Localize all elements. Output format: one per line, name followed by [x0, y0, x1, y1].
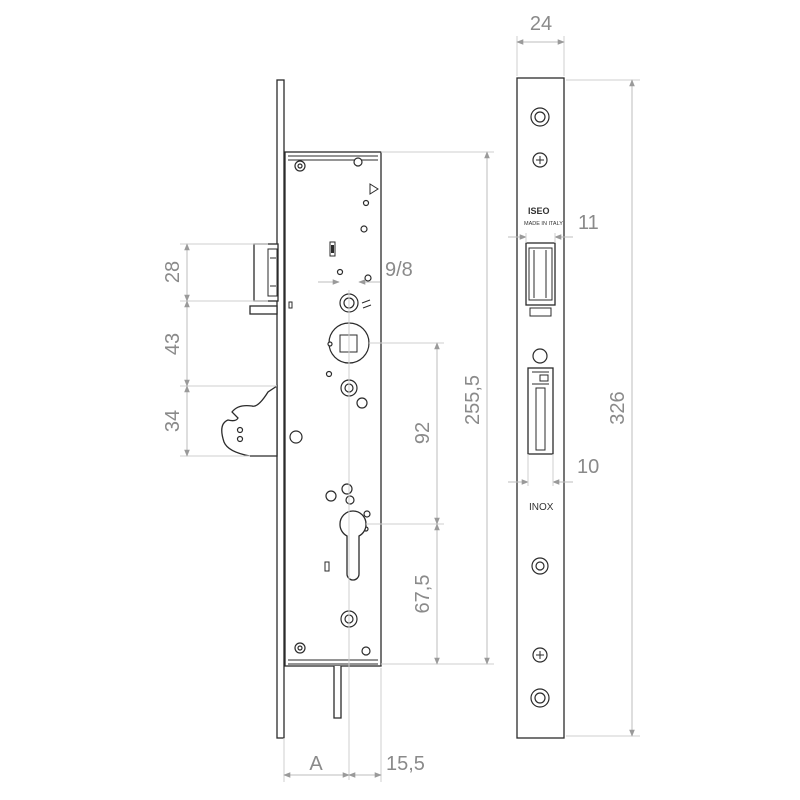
dimension-labels: 24 326 11 10 255,5 92 67,5 9/8 28 43 34 …: [162, 13, 629, 775]
dim-9-8: 9/8: [385, 259, 413, 281]
faceplate-front-view: ISEO MADE IN ITALY INOX: [516, 77, 565, 739]
dim-43: 43: [162, 333, 184, 355]
brand-logo-text: ISEO: [528, 206, 550, 216]
dim-24: 24: [530, 13, 552, 35]
dimension-lines: [180, 36, 640, 782]
dim-34: 34: [162, 410, 184, 432]
dim-10: 10: [577, 456, 599, 478]
dim-15-5: 15,5: [386, 753, 425, 775]
lock-case: [284, 151, 382, 667]
side-faceplate: [276, 79, 285, 739]
made-in-text: MADE IN ITALY: [524, 221, 563, 227]
lock-side-view: [221, 79, 382, 739]
dim-28: 28: [162, 261, 184, 283]
dim-92: 92: [412, 422, 434, 444]
dim-a: A: [309, 753, 323, 775]
dim-255-5: 255,5: [462, 375, 484, 425]
cylinder-profile: [339, 510, 367, 581]
dim-326: 326: [607, 391, 629, 424]
latch-bolt: [249, 243, 293, 315]
material-text: INOX: [529, 502, 554, 513]
hook-bolt: [221, 384, 278, 457]
dim-67-5: 67,5: [412, 575, 434, 614]
dim-11: 11: [578, 212, 599, 234]
